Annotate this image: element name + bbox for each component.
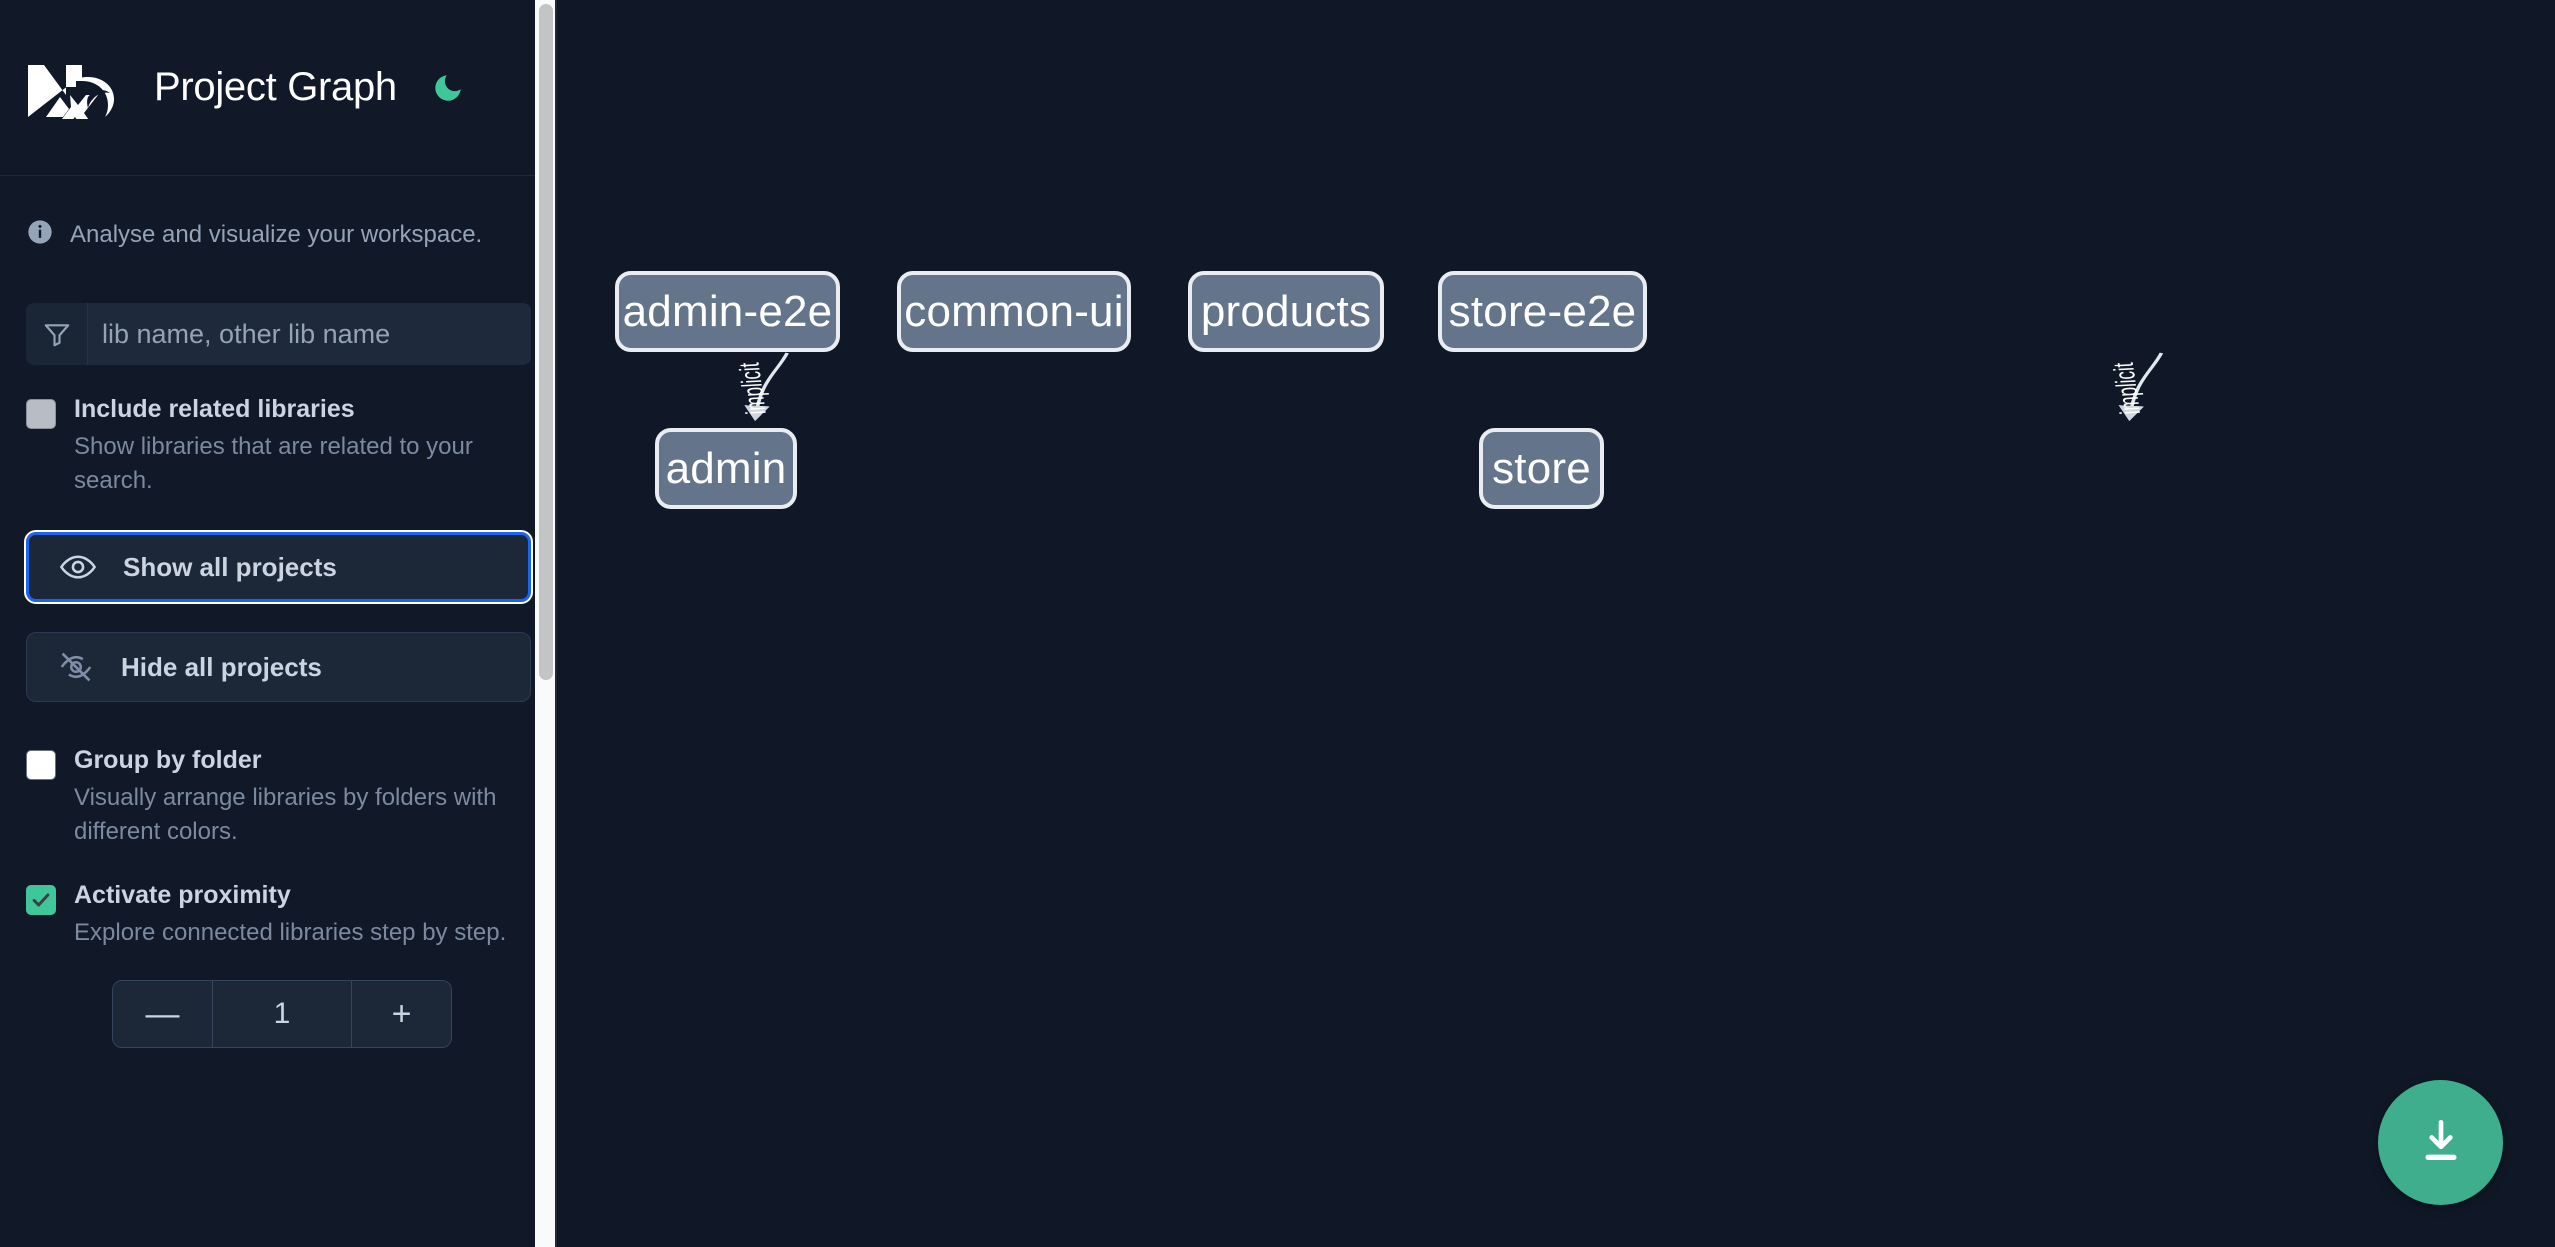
include-related-libraries-label: Include related libraries [74, 395, 355, 423]
search-input[interactable] [88, 303, 531, 365]
show-all-projects-button[interactable]: Show all projects [24, 530, 533, 605]
activate-proximity-label: Activate proximity [74, 881, 291, 910]
edge-admin-e2e-to-admin [744, 352, 789, 422]
eye-icon [59, 548, 97, 586]
workspace-note-text: Analyse and visualize your workspace. [70, 220, 483, 248]
graph-node-admin[interactable]: admin [655, 428, 797, 509]
activate-proximity-description: Explore connected libraries step by step… [74, 919, 507, 947]
include-related-libraries-checkbox[interactable] [26, 399, 56, 429]
sidebar-scrollbar-thumb[interactable] [539, 4, 553, 680]
funnel-filter-icon[interactable] [26, 303, 88, 365]
graph-node-store[interactable]: store [1479, 428, 1604, 509]
sidebar-scrollbar[interactable] [535, 0, 555, 1247]
edge-label-admin-e2e-to-admin: implicit [733, 361, 772, 415]
graph-canvas[interactable]: implicit implicit admin-e2e common-ui pr… [557, 0, 2555, 1247]
filter-row [0, 251, 555, 365]
proximity-stepper: — 1 + [112, 980, 452, 1049]
eye-off-icon [57, 648, 95, 686]
info-icon [26, 218, 54, 251]
sidebar-header: Project Graph [0, 0, 555, 176]
page-title: Project Graph [154, 65, 397, 109]
option-activate-proximity[interactable]: Activate proximity Explore connected lib… [0, 849, 555, 950]
edge-store-e2e-to-store [2118, 352, 2164, 422]
include-related-libraries-description: Show libraries that are related to your … [74, 433, 473, 495]
workspace-note: Analyse and visualize your workspace. [0, 176, 555, 251]
download-graph-button[interactable] [2378, 1080, 2503, 1205]
proximity-decrement-button[interactable]: — [113, 981, 213, 1048]
group-by-folder-description: Visually arrange libraries by folders wi… [74, 784, 497, 846]
hide-all-projects-button[interactable]: Hide all projects [26, 632, 531, 703]
project-visibility-buttons: Show all projects Hide all projects [0, 498, 555, 703]
edge-label-store-e2e-to-store: implicit [2107, 361, 2146, 415]
graph-node-admin-e2e[interactable]: admin-e2e [615, 271, 840, 352]
sidebar: Project Graph Analyse and visualize your… [0, 0, 557, 1247]
download-icon [2413, 1113, 2469, 1172]
activate-proximity-checkbox[interactable] [26, 885, 56, 916]
proximity-increment-button[interactable]: + [351, 981, 451, 1048]
option-group-by-folder[interactable]: Group by folder Visually arrange librari… [0, 702, 555, 849]
proximity-value: 1 [273, 997, 291, 1031]
moon-icon[interactable] [427, 67, 469, 109]
graph-node-common-ui[interactable]: common-ui [897, 271, 1131, 352]
filter-box [26, 303, 531, 365]
option-include-related-libraries[interactable]: Include related libraries Show libraries… [0, 365, 555, 498]
graph-edges: implicit implicit [733, 352, 2164, 422]
group-by-folder-checkbox[interactable] [26, 750, 56, 781]
graph-node-store-e2e[interactable]: store-e2e [1438, 271, 1647, 352]
show-all-projects-label: Show all projects [123, 551, 337, 582]
group-by-folder-label: Group by folder [74, 746, 262, 775]
proximity-stepper-wrap: — 1 + [0, 950, 555, 1049]
hide-all-projects-label: Hide all projects [121, 651, 322, 682]
nx-logo-icon [26, 57, 124, 123]
graph-node-products[interactable]: products [1188, 271, 1384, 352]
